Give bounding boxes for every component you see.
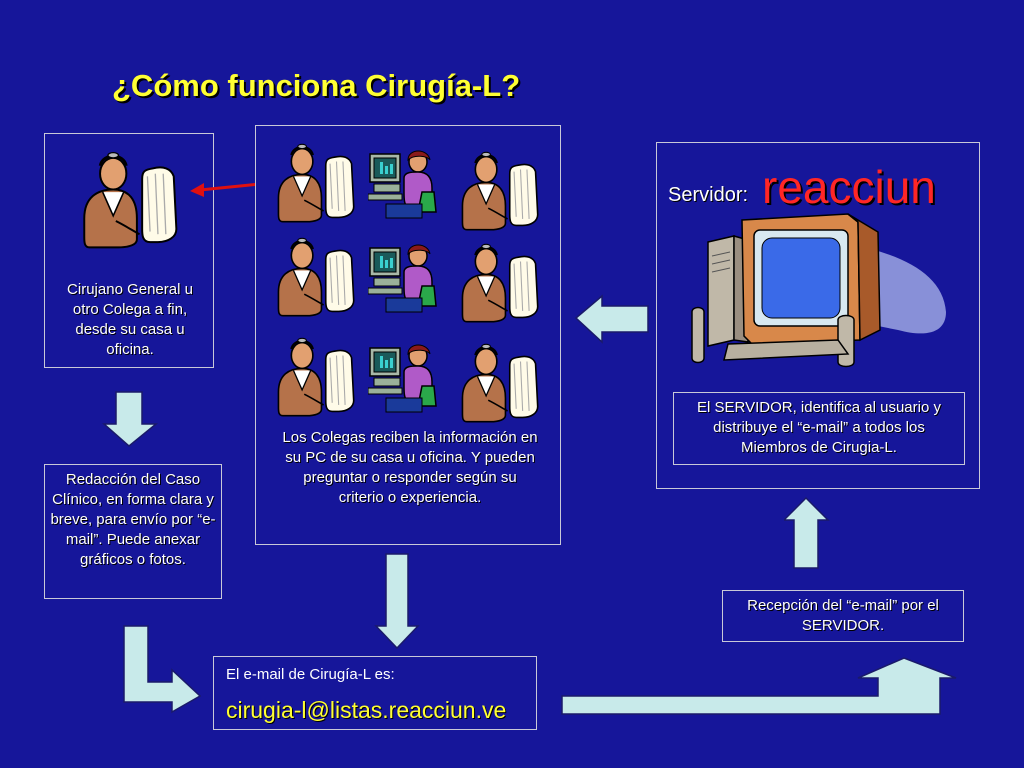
doctor-icon [461,243,539,323]
down-arrow-icon [374,553,420,650]
doctor-icon [277,337,355,417]
surgeon-caption: Cirujano General u otro Colega a fin, de… [67,281,193,358]
up-arrow-icon [784,496,830,569]
doctor-icon [461,343,539,423]
surgeon-box: Cirujano General u otro Colega a fin, de… [44,133,214,368]
computer-user-icon [368,150,437,219]
drafting-box [44,464,222,599]
reception-caption: Recepción del “e-mail” por el SERVIDOR. [747,597,939,634]
server-caption-box [673,392,965,465]
down-arrow-icon [102,391,158,447]
email-box [213,656,537,730]
server-computer-icon [691,213,946,368]
email-label: El e-mail de Cirugía-L es: [226,666,395,683]
doctor-icon [461,151,539,231]
doctor-icon [277,143,355,223]
drafting-caption: Redacción del Caso Clínico, en forma cla… [50,471,216,568]
up-corner-arrow-icon [561,657,957,715]
colleagues-box: Los Colegas reciben la información en su… [255,125,561,545]
reception-box [722,590,964,642]
email-address[interactable]: cirugia-l@listas.reacciun.ve [226,697,507,723]
corner-arrow-icon [123,625,202,714]
colleagues-caption: Los Colegas reciben la información en su… [282,429,538,506]
server-name: reacciun [762,161,936,213]
slide-title: ¿Cómo funciona Cirugía-L? [112,68,521,103]
doctor-icon [82,151,178,249]
computer-user-icon [368,244,437,313]
computer-user-icon [368,344,437,413]
server-caption: El SERVIDOR, identifica al usuario y dis… [697,399,941,456]
left-arrow-icon [574,294,649,344]
doctor-icon [277,237,355,317]
server-label: Servidor: [668,184,749,206]
